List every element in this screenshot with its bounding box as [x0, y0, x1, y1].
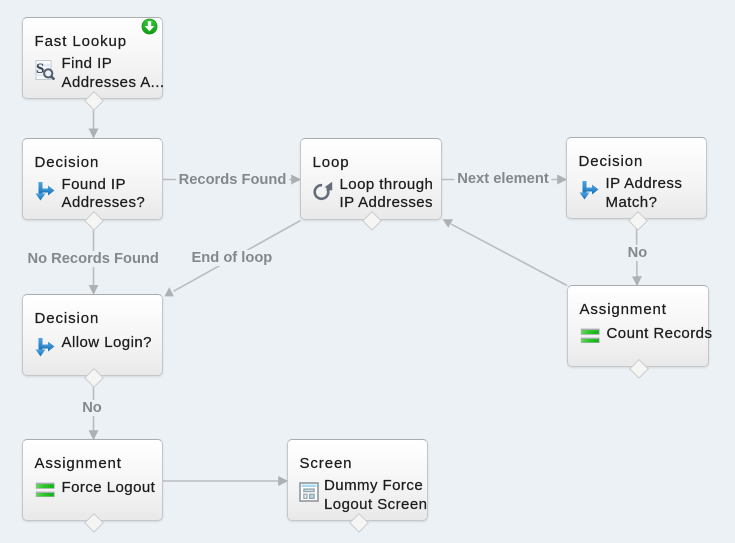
svg-text:S: S	[36, 61, 44, 77]
